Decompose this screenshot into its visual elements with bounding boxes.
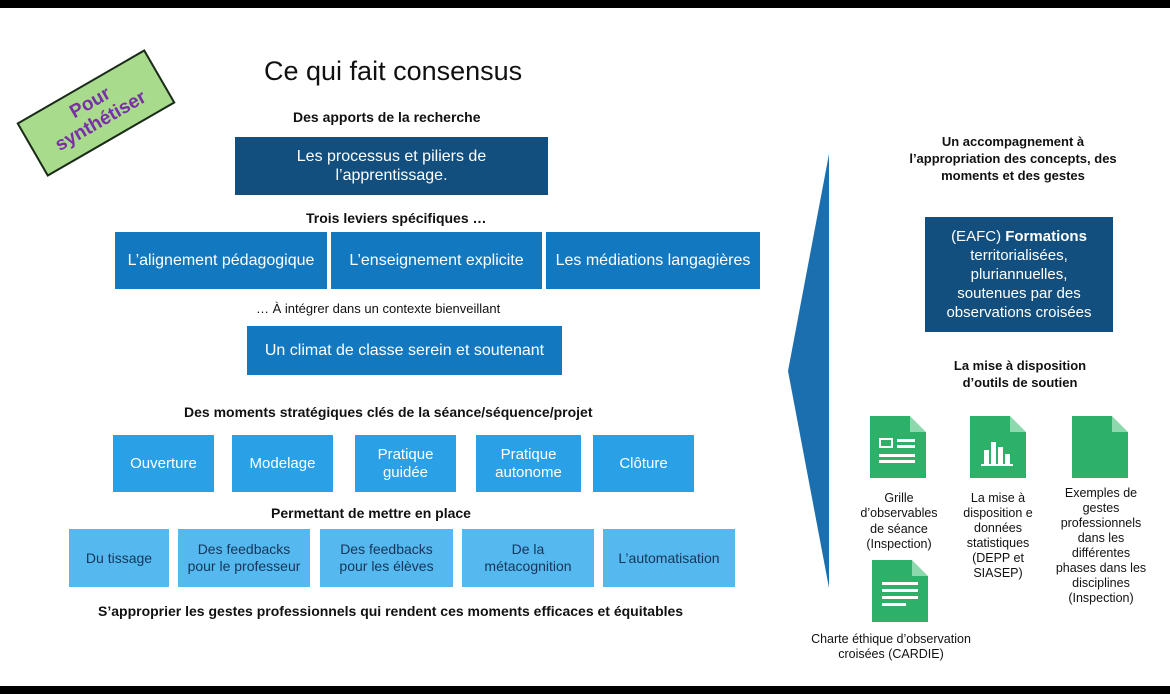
charter-document-icon <box>872 560 928 622</box>
context-heading: … À intégrer dans un contexte bienveilla… <box>256 301 501 316</box>
moment-line: autonome <box>495 463 562 481</box>
tool-label-line: (DEPP et <box>972 551 1024 565</box>
practice-line: Des feedbacks <box>197 541 291 558</box>
tool-label-line: disciplines <box>1072 576 1130 590</box>
practice-line: Des feedbacks <box>340 541 433 558</box>
tool-label-statistics: La mise à disposition e données statisti… <box>944 491 1052 581</box>
learning-processes-line-1: Les processus et piliers de <box>296 147 487 165</box>
tool-label-line: Grille <box>884 491 914 505</box>
tool-label-line: d’observables <box>860 506 938 521</box>
moment-line: Modelage <box>249 454 316 472</box>
support-heading: Un accompagnement à l’appropriation des … <box>878 134 1148 185</box>
moment-box-closing: Clôture <box>593 435 694 492</box>
tool-label-line: SIASEP) <box>973 566 1023 580</box>
document-icon <box>1072 416 1128 478</box>
moment-line: Clôture <box>619 454 668 472</box>
practice-box-weaving: Du tissage <box>69 529 169 587</box>
moment-line: Ouverture <box>130 454 197 472</box>
learning-processes-box: Les processus et piliers de l’apprentiss… <box>235 137 548 195</box>
footer-statement: S’approprier les gestes professionnels q… <box>98 603 684 619</box>
support-heading-line: l’appropriation des concepts, des <box>909 150 1117 166</box>
moment-line: Pratique <box>500 445 557 463</box>
support-heading-line: moments et des gestes <box>941 167 1085 183</box>
page-title: Ce qui fait consensus <box>264 56 523 86</box>
tool-label-line: Charte éthique d’observation <box>811 632 971 646</box>
practice-box-student-feedback: Des feedbacks pour les élèves <box>320 529 453 587</box>
tool-label-examples: Exemples de gestes professionnels dans l… <box>1040 486 1162 606</box>
tool-label-line: données <box>974 521 1022 535</box>
moment-box-independent-practice: Pratique autonome <box>476 435 581 492</box>
levers-heading: Trois leviers spécifiques … <box>306 210 487 226</box>
tool-label-line: professionnels <box>1060 516 1142 530</box>
tool-label-line: croisées (CARDIE) <box>838 647 944 662</box>
lever-box-explicit-teaching: L’enseignement explicite <box>331 232 542 289</box>
training-line: territorialisées, <box>970 246 1068 264</box>
moment-box-guided-practice: Pratique guidée <box>355 435 456 492</box>
tool-label-line: statistiques <box>966 536 1030 550</box>
observation-grid-icon <box>870 416 926 478</box>
tool-label-grid: Grille d’observables de séance (Inspecti… <box>836 491 962 552</box>
enable-heading: Permettant de mettre en place <box>271 505 471 521</box>
moments-heading: Des moments stratégiques clés de la séan… <box>184 404 593 420</box>
bar-chart-icon <box>970 416 1026 478</box>
tool-label-line: dans les <box>1077 531 1125 545</box>
tool-label-line: (Inspection) <box>866 536 932 551</box>
tool-label-charter: Charte éthique d’observation croisées (C… <box>780 632 1002 663</box>
moment-box-modeling: Modelage <box>232 435 333 492</box>
practice-line: pour le professeur <box>187 558 301 574</box>
synthesis-stamp: Pour synthétiser <box>16 49 176 177</box>
training-line: soutenues par des <box>957 285 1081 303</box>
training-line: pluriannuelles, <box>970 265 1068 283</box>
training-line: observations croisées <box>946 304 1092 322</box>
tool-label-line: différentes <box>1071 546 1131 560</box>
practice-box-teacher-feedback: Des feedbacks pour le professeur <box>178 529 310 587</box>
tool-label-line: disposition e <box>963 506 1033 520</box>
tools-heading-line: La mise à disposition <box>953 358 1087 373</box>
chevron-arrow-icon <box>788 154 829 588</box>
practice-box-metacognition: De la métacognition <box>462 529 594 587</box>
practice-line: pour les élèves <box>339 558 434 574</box>
class-climate-box: Un climat de classe serein et soutenant <box>247 326 562 375</box>
tool-label-line: gestes <box>1082 501 1120 515</box>
practice-line: De la <box>511 541 545 558</box>
tool-label-line: Exemples de <box>1064 486 1138 500</box>
moment-line: guidée <box>382 463 429 481</box>
tools-heading-line: d’outils de soutien <box>962 374 1078 390</box>
tool-label-line: phases dans les <box>1055 561 1147 575</box>
practice-line: Du tissage <box>85 549 153 566</box>
tool-label-line: La mise à <box>970 491 1026 505</box>
practice-line: L’automatisation <box>618 549 720 566</box>
training-prefix: (EAFC) <box>951 227 1006 245</box>
training-box: (EAFC) Formations territorialisées, plur… <box>925 217 1113 332</box>
tool-label-line: (Inspection) <box>1068 591 1134 605</box>
lever-box-alignment: L’alignement pédagogique <box>115 232 327 289</box>
tools-heading: La mise à disposition d’outils de soutie… <box>900 358 1140 392</box>
moment-box-opening: Ouverture <box>113 435 214 492</box>
moment-line: Pratique <box>377 445 434 463</box>
training-bold: Formations <box>1005 227 1087 245</box>
tool-label-line: de séance <box>870 521 928 536</box>
slide: Pour synthétiser Ce qui fait consensus D… <box>0 8 1170 686</box>
support-heading-line: Un accompagnement à <box>941 134 1085 149</box>
lever-box-language-mediation: Les médiations langagières <box>546 232 760 289</box>
research-heading: Des apports de la recherche <box>293 109 481 125</box>
learning-processes-line-2: l’apprentissage. <box>335 167 448 184</box>
practice-line: métacognition <box>484 558 572 574</box>
practice-box-automation: L’automatisation <box>603 529 735 587</box>
